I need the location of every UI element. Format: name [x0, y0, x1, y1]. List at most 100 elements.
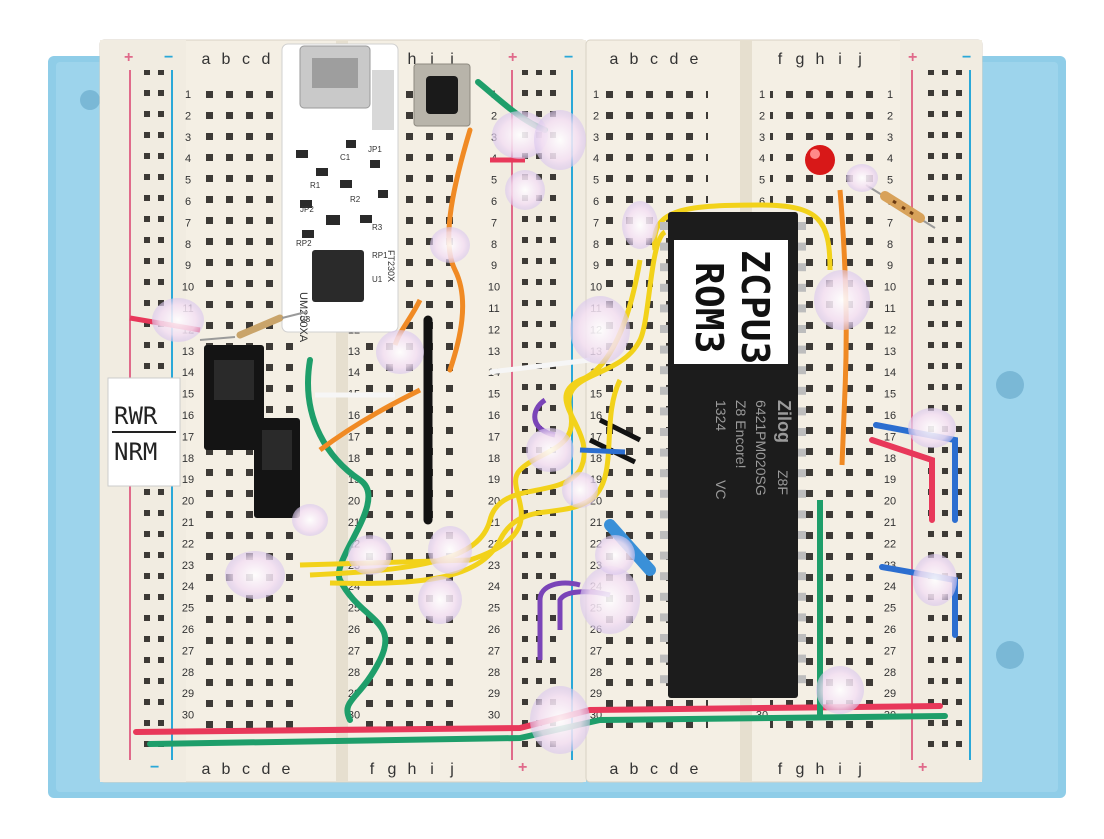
row-number: 25 [884, 603, 896, 615]
column-letter: g [388, 761, 397, 778]
column-letter: c [650, 51, 658, 68]
row-number: 27 [348, 645, 360, 657]
row-number: 16 [348, 410, 360, 422]
row-number: 9 [185, 260, 191, 272]
cpu-suffix: VC [713, 480, 729, 499]
column-letter: a [610, 51, 619, 68]
chip-pin [660, 634, 670, 642]
row-number: 23 [488, 560, 500, 572]
row-number: 15 [182, 389, 194, 401]
row-number: 13 [884, 346, 896, 358]
chip-pin [660, 448, 670, 457]
module-label: RP1 [372, 251, 388, 260]
row-number: 25 [182, 603, 194, 615]
column-letter: i [430, 761, 434, 778]
row-number: 1 [185, 89, 191, 101]
switch-label-bottom: NRM [114, 438, 157, 466]
chip-pin [660, 428, 670, 436]
column-letter: f [370, 761, 375, 778]
switch-label: RWR NRM [107, 377, 181, 487]
row-number: 20 [348, 496, 360, 508]
column-letter: e [690, 761, 699, 778]
row-number: 17 [348, 431, 360, 443]
row-number: 10 [884, 282, 896, 294]
cpu-brand: Zilog [774, 400, 794, 443]
zilog-cpu-chip: ZCPU3 ROM3 Zilog Z8F 6421PM020SG Z8 Enco… [660, 212, 806, 698]
chip-pin [796, 531, 806, 539]
row-number: 28 [348, 667, 360, 679]
chip-pin [660, 366, 670, 375]
row-number: 26 [348, 624, 360, 636]
row-number: 26 [182, 624, 194, 636]
chip-pin [796, 325, 806, 333]
row-number: 18 [590, 453, 602, 465]
row-number: 13 [488, 346, 500, 358]
row-number: 14 [182, 367, 194, 379]
row-number: 16 [884, 410, 896, 422]
column-letter: g [796, 51, 805, 68]
row-number: 5 [185, 175, 191, 187]
push-button [413, 63, 471, 127]
chip-pin [660, 675, 670, 684]
row-number: 30 [488, 710, 500, 722]
rail-plus-symbol: + [918, 759, 927, 776]
chip-pin [660, 613, 670, 622]
chip-pin [796, 613, 806, 622]
orange-wire [318, 387, 422, 453]
column-letter: h [408, 761, 417, 778]
chip-pin [660, 242, 670, 251]
column-letter: d [262, 761, 271, 778]
row-number: 9 [887, 260, 893, 272]
row-number: 18 [348, 453, 360, 465]
row-number: 9 [593, 260, 599, 272]
row-number: 5 [491, 175, 497, 187]
row-number: 15 [488, 389, 500, 401]
module-label: R2 [350, 195, 361, 204]
row-number: 16 [488, 410, 500, 422]
red-wire [869, 437, 935, 523]
chip-pin [660, 222, 670, 230]
column-letter: h [408, 51, 417, 68]
column-letter: j [857, 51, 862, 68]
row-number: 22 [182, 538, 194, 550]
row-number: 11 [488, 303, 499, 315]
chip-pin [660, 325, 670, 333]
row-number: 24 [488, 581, 500, 593]
module-chip-label: FT230X [386, 250, 396, 282]
row-number: 10 [590, 282, 602, 294]
chip-pin [796, 592, 806, 601]
row-number: 29 [884, 688, 896, 700]
row-number: 12 [884, 324, 896, 336]
row-number: 6 [593, 196, 599, 208]
row-number: 19 [488, 474, 500, 486]
row-number: 4 [887, 153, 893, 165]
rail-minus-symbol: − [962, 49, 971, 66]
row-number: 4 [759, 153, 765, 165]
chip-pin [796, 469, 806, 478]
row-number: 7 [887, 217, 893, 229]
chip-pin [796, 572, 806, 581]
row-number: 7 [593, 217, 599, 229]
row-number: 8 [185, 239, 191, 251]
row-number: 28 [488, 667, 500, 679]
chip-pin [660, 283, 670, 292]
row-number: 7 [185, 217, 191, 229]
row-number: 8 [593, 239, 599, 251]
row-number: 27 [884, 645, 896, 657]
column-letter: f [778, 51, 783, 68]
cpu-sticker-line2: ROM3 [687, 262, 731, 354]
chip-pin [796, 551, 806, 560]
column-letter: i [838, 51, 842, 68]
rail-plus-symbol: + [908, 49, 917, 66]
column-letter: j [449, 51, 454, 68]
chip-pin [796, 345, 806, 354]
chip-pin [796, 242, 806, 251]
chip-pin [796, 510, 806, 519]
column-letter: a [202, 761, 211, 778]
chip-pin [660, 654, 670, 663]
module-label: C3 [300, 315, 311, 324]
column-letter: h [816, 51, 825, 68]
row-number: 8 [887, 239, 893, 251]
row-number: 4 [593, 153, 599, 165]
